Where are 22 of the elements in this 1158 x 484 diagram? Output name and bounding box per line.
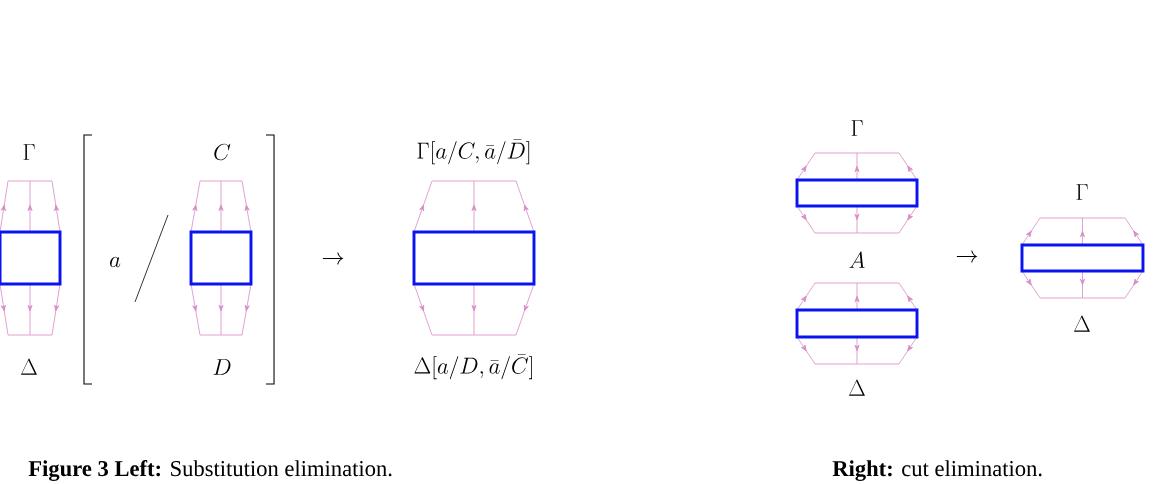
math-label: $\Gamma$	[23, 144, 35, 160]
math-label: $\to$	[322, 252, 344, 265]
math-label: $a$	[110, 256, 121, 268]
caption-text: Figure 3 Left: Substitution elimination.	[28, 460, 392, 481]
box	[412, 230, 536, 286]
caption-text: Right: cut elimination.	[832, 460, 1042, 481]
math-label: $C$	[214, 143, 231, 161]
box	[1020, 243, 1145, 273]
math-label: $D$	[213, 359, 231, 375]
math-label: $\Gamma\bigl[a/C,\bar{a}/\bar{D}\bigr]$	[417, 139, 530, 165]
math-label: $\Gamma$	[1076, 184, 1088, 200]
math-label: $\Delta$	[21, 358, 37, 375]
math-label: $\Gamma$	[851, 120, 863, 136]
math-label: $\Delta\bigl[a/D,\bar{a}/\bar{C}\bigr]$	[414, 354, 532, 380]
box	[795, 308, 919, 339]
math-label: $\Delta$	[1074, 315, 1090, 332]
box	[189, 230, 253, 286]
math-label: $A$	[849, 251, 865, 268]
box	[0, 230, 62, 286]
box	[795, 178, 919, 208]
math-label: $\to$	[956, 250, 978, 263]
math-label: $\Delta$	[849, 379, 865, 396]
